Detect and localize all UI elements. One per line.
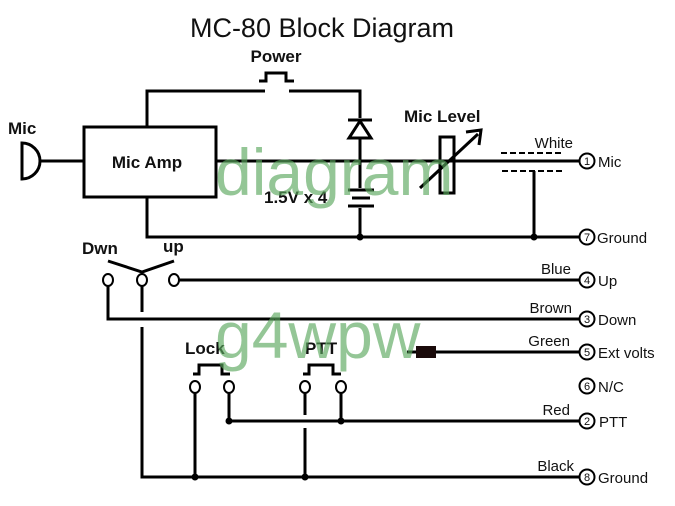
ptt-terminal <box>299 380 311 394</box>
pin-function: Mic <box>598 154 622 171</box>
switch-terminal-down <box>102 273 114 287</box>
ptt-label: PTT <box>305 339 338 358</box>
power-switch[interactable] <box>259 71 294 83</box>
wire-power-right <box>289 89 362 118</box>
watermark-diagram: diagram <box>215 135 453 209</box>
pin-function: Down <box>598 312 636 329</box>
ext-volts-resistor <box>416 346 436 358</box>
mic-label: Mic <box>8 119 36 138</box>
pin-4: Blue 4 Up <box>541 261 617 290</box>
wire-ground-8 <box>140 327 579 479</box>
pin-function: Ground <box>598 470 648 487</box>
lock-terminal <box>189 380 201 394</box>
pin-8: Black 8 Ground <box>537 458 648 487</box>
pot-arrow-shaft <box>418 132 480 190</box>
mic-level-label: Mic Level <box>404 107 481 126</box>
pin-number: 1 <box>584 156 590 168</box>
pin-number: 3 <box>584 314 590 326</box>
ptt-switch[interactable] <box>303 363 341 376</box>
wire-down-3 <box>106 286 579 321</box>
lock-label: Lock <box>185 339 225 358</box>
pin-number: 6 <box>584 381 590 393</box>
pin-number: 7 <box>584 232 590 244</box>
wire-color-label: Red <box>542 402 570 419</box>
wire-color-label: Blue <box>541 261 571 278</box>
pin-2: Red 2 PTT <box>542 402 627 431</box>
pot-arrow-head <box>465 128 483 146</box>
lock-terminal <box>223 380 235 394</box>
up-label: up <box>163 237 184 256</box>
switch-terminal-common <box>136 273 148 287</box>
pin-5: Green 5 Ext volts <box>528 333 654 362</box>
pin-6: 6 N/C <box>578 377 624 396</box>
lock-switch[interactable] <box>193 363 230 376</box>
dwn-label: Dwn <box>82 239 118 258</box>
wire-color-label: Brown <box>529 300 572 317</box>
pin-3: Brown 3 Down <box>529 300 636 329</box>
switch-terminal-up <box>168 273 180 287</box>
ptt-terminal <box>335 380 347 394</box>
pin-number: 2 <box>584 416 590 428</box>
pin-1: White 1 Mic <box>535 135 622 171</box>
junction-dot <box>225 417 233 425</box>
pin-function: Ground <box>597 230 647 247</box>
wire-ptt-2 <box>227 393 579 423</box>
wire-power-left <box>145 89 265 127</box>
battery-label: 1.5V x 4 <box>264 188 328 207</box>
junction-dot <box>337 417 345 425</box>
microphone-symbol <box>20 141 42 181</box>
pin-number: 4 <box>584 275 590 287</box>
wire-color-label: White <box>535 135 573 152</box>
pin-7: 7 Ground <box>578 228 647 247</box>
mic-level-pot[interactable] <box>438 135 456 195</box>
pin-function: N/C <box>598 379 624 396</box>
power-label: Power <box>250 47 301 66</box>
pin-function: Up <box>598 273 617 290</box>
pin-number: 5 <box>584 347 590 359</box>
junction-dot <box>191 473 199 481</box>
junction-dot <box>356 233 364 241</box>
wire-ground-7 <box>145 197 580 239</box>
mic-amp-label: Mic Amp <box>112 153 182 172</box>
junction-dot <box>301 473 309 481</box>
wire-color-label: Black <box>537 458 574 475</box>
up-down-switch-lever[interactable] <box>107 259 175 274</box>
pin-number: 8 <box>584 472 590 484</box>
diagram-title: MC-80 Block Diagram <box>190 13 454 43</box>
watermark-g4wpw: g4wpw <box>215 298 421 372</box>
wire-color-label: Green <box>528 333 570 350</box>
pin-function: Ext volts <box>598 345 655 362</box>
pin-function: PTT <box>599 414 627 431</box>
